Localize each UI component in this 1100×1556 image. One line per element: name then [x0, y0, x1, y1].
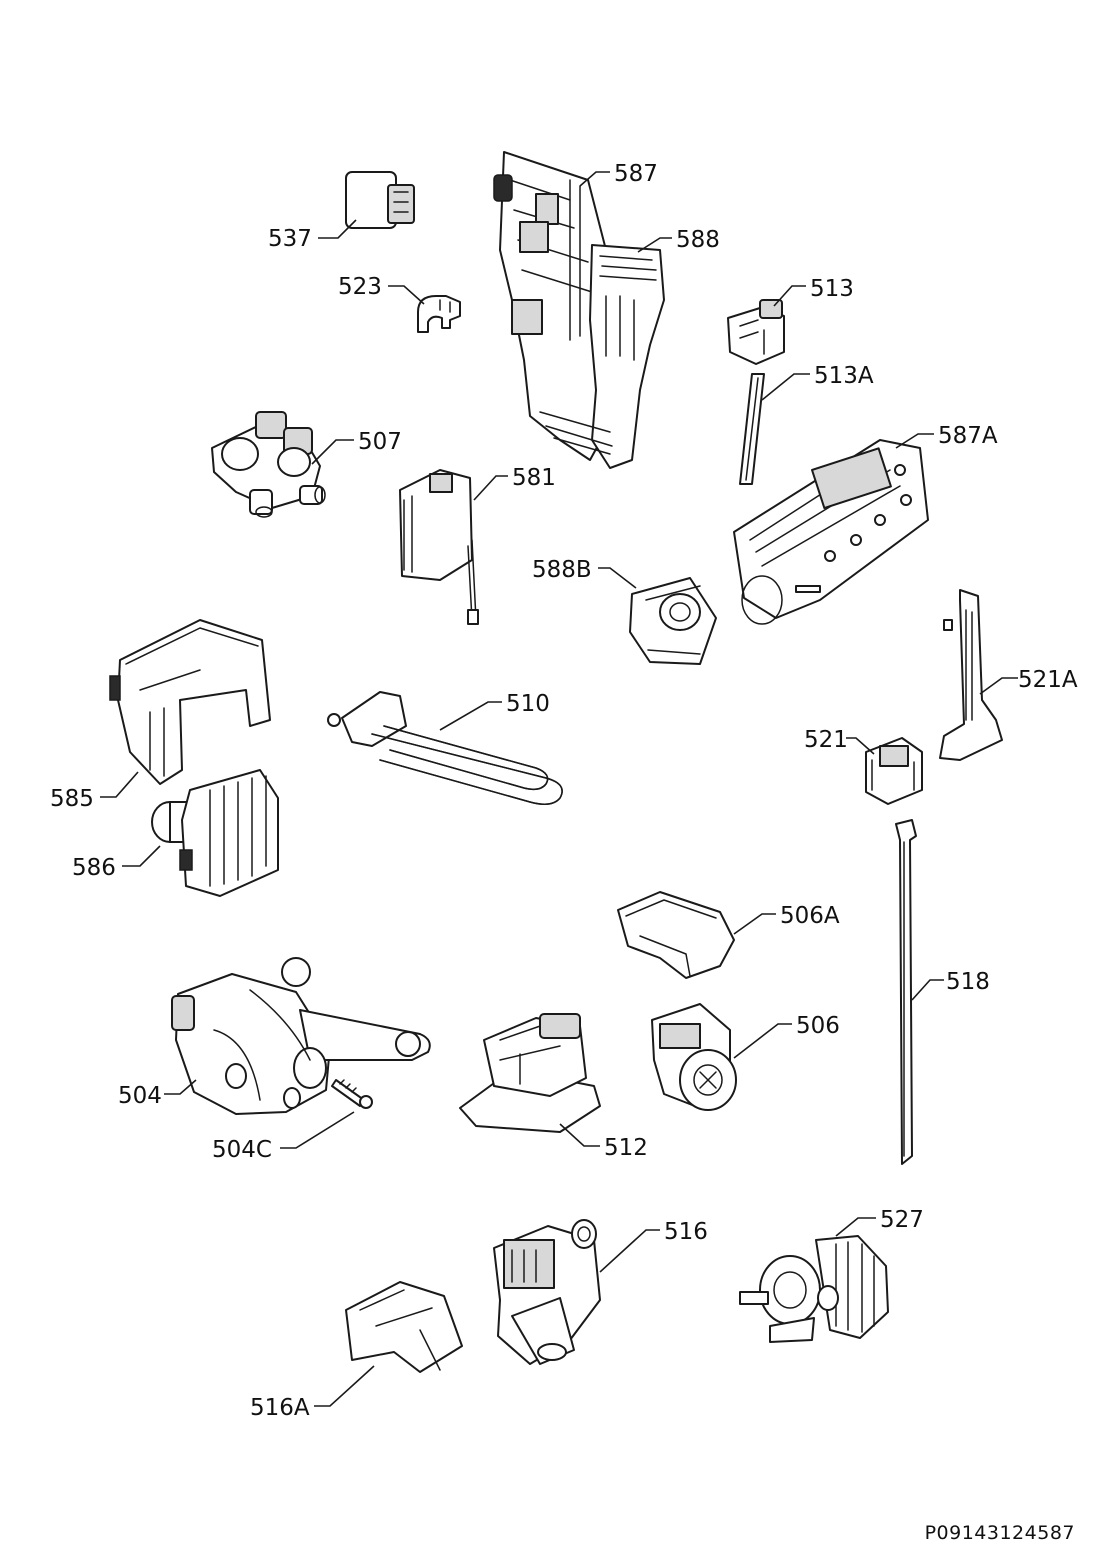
- part-516A-cover: [345, 1281, 463, 1373]
- leader-521: [846, 737, 875, 755]
- part-587-board: [493, 151, 621, 461]
- label-513A: 513A: [814, 363, 874, 389]
- part-586-module: [151, 769, 279, 897]
- part-513-sensor: [727, 299, 785, 365]
- part-523-clip: [417, 295, 461, 333]
- label-587: 587: [614, 161, 658, 187]
- label-521A: 521A: [1018, 667, 1078, 693]
- label-507: 507: [358, 429, 402, 455]
- leader-537: [318, 219, 357, 239]
- part-504-motor: [171, 957, 431, 1115]
- part-581-board: [399, 469, 479, 625]
- leader-512: [559, 1123, 600, 1147]
- part-527-motor: [739, 1235, 889, 1343]
- leader-585: [100, 771, 139, 798]
- leader-510: [439, 701, 502, 731]
- label-504C: 504C: [212, 1137, 272, 1163]
- part-512-filter: [459, 1013, 601, 1133]
- part-585-cover: [109, 619, 271, 785]
- part-507-inlet-valve: [211, 411, 326, 518]
- leader-521A: [979, 677, 1018, 695]
- leader-518: [911, 979, 944, 1001]
- part-521A-rail: [939, 589, 1003, 761]
- leader-587: [579, 171, 610, 187]
- leader-527: [835, 1217, 876, 1237]
- leader-506A: [733, 913, 776, 935]
- leader-504: [164, 1079, 197, 1095]
- leader-523: [388, 285, 425, 305]
- label-512: 512: [604, 1135, 648, 1161]
- label-521: 521: [804, 727, 848, 753]
- label-588B: 588B: [532, 557, 592, 583]
- part-588B-selector: [629, 577, 717, 665]
- leader-586: [122, 845, 161, 867]
- label-537: 537: [268, 226, 312, 252]
- leader-513A: [761, 373, 810, 401]
- leader-516A: [314, 1365, 375, 1407]
- label-518: 518: [946, 969, 990, 995]
- part-587A-control-board: [733, 439, 929, 625]
- label-523: 523: [338, 274, 382, 300]
- part-518-rod: [895, 819, 917, 1165]
- part-588-housing: [539, 244, 665, 469]
- label-506A: 506A: [780, 903, 840, 929]
- part-521-door-lock: [865, 737, 923, 805]
- part-516-pump: [493, 1219, 601, 1365]
- part-537-filter: [345, 171, 415, 229]
- part-506-drain-pump: [651, 1003, 737, 1111]
- part-504C-screw: [331, 1079, 373, 1109]
- label-527: 527: [880, 1207, 924, 1233]
- label-581: 581: [512, 465, 556, 491]
- leader-507: [311, 439, 354, 465]
- leader-581: [473, 475, 508, 501]
- leader-513: [773, 285, 806, 307]
- label-586: 586: [72, 855, 116, 881]
- leader-506: [733, 1023, 792, 1059]
- label-587A: 587A: [938, 423, 998, 449]
- leader-588: [637, 237, 672, 253]
- label-513: 513: [810, 276, 854, 302]
- label-504: 504: [118, 1083, 162, 1109]
- leader-516: [599, 1229, 660, 1273]
- label-516: 516: [664, 1219, 708, 1245]
- label-588: 588: [676, 227, 720, 253]
- part-513A-rod: [739, 373, 765, 485]
- document-code: P09143124587: [924, 1522, 1075, 1544]
- label-506: 506: [796, 1013, 840, 1039]
- label-585: 585: [50, 786, 94, 812]
- label-516A: 516A: [250, 1395, 310, 1421]
- leader-504C: [280, 1111, 355, 1149]
- leader-587A: [895, 433, 934, 449]
- leader-588B: [598, 567, 637, 589]
- part-506A-cover: [617, 891, 735, 979]
- part-510-heater: [327, 691, 563, 805]
- label-510: 510: [506, 691, 550, 717]
